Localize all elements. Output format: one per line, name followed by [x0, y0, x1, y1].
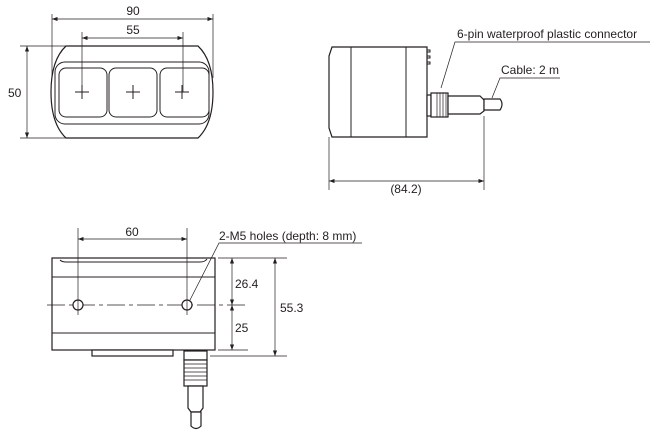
bottom-extension-lines	[210, 257, 287, 357]
lens-pad-right	[159, 67, 210, 118]
bottom-cable-stub	[190, 411, 202, 430]
bottom-body-lines	[52, 258, 215, 334]
dim-label-90: 90	[126, 4, 140, 18]
dim-label-60: 60	[125, 225, 139, 239]
cable-stub	[483, 98, 503, 111]
dim-label-55-3: 55.3	[280, 301, 304, 315]
dim-label-84-2: (84.2)	[390, 182, 421, 196]
cable-label: Cable: 2 m	[501, 63, 559, 77]
side-clip	[427, 49, 431, 65]
holes-label: 2-M5 holes (depth: 8 mm)	[219, 229, 356, 243]
connector-thread	[430, 92, 449, 118]
bottom-view: 60 2-M5 holes (depth: 8 mm) 26.4 25 55.3	[47, 225, 362, 430]
connector-shaft	[447, 95, 485, 115]
dim-label-26-4: 26.4	[235, 277, 259, 291]
bottom-connector-flange	[183, 350, 208, 361]
front-view: 90 55 50	[8, 4, 214, 139]
connector-leader	[440, 41, 650, 89]
thread-lines	[436, 93, 447, 117]
lens-pad-center	[108, 67, 158, 118]
lens-pad-left	[58, 67, 108, 118]
bottom-thread-lines	[184, 363, 207, 381]
cable-leader	[491, 77, 560, 99]
side-view: 6-pin waterproof plastic connector Cable…	[328, 27, 650, 196]
dim-label-25: 25	[235, 321, 249, 335]
side-body	[328, 46, 428, 138]
holes-leader	[189, 242, 362, 301]
bottom-connector-shaft	[187, 385, 204, 413]
connector-flange	[426, 94, 432, 117]
dim-label-50: 50	[8, 86, 22, 100]
side-body-seams	[350, 47, 407, 137]
connector-label: 6-pin waterproof plastic connector	[457, 27, 637, 41]
dim-label-55: 55	[126, 23, 140, 37]
hole-extension-lines	[77, 228, 188, 315]
bottom-plate	[91, 349, 174, 357]
front-extension-lines	[20, 14, 214, 139]
